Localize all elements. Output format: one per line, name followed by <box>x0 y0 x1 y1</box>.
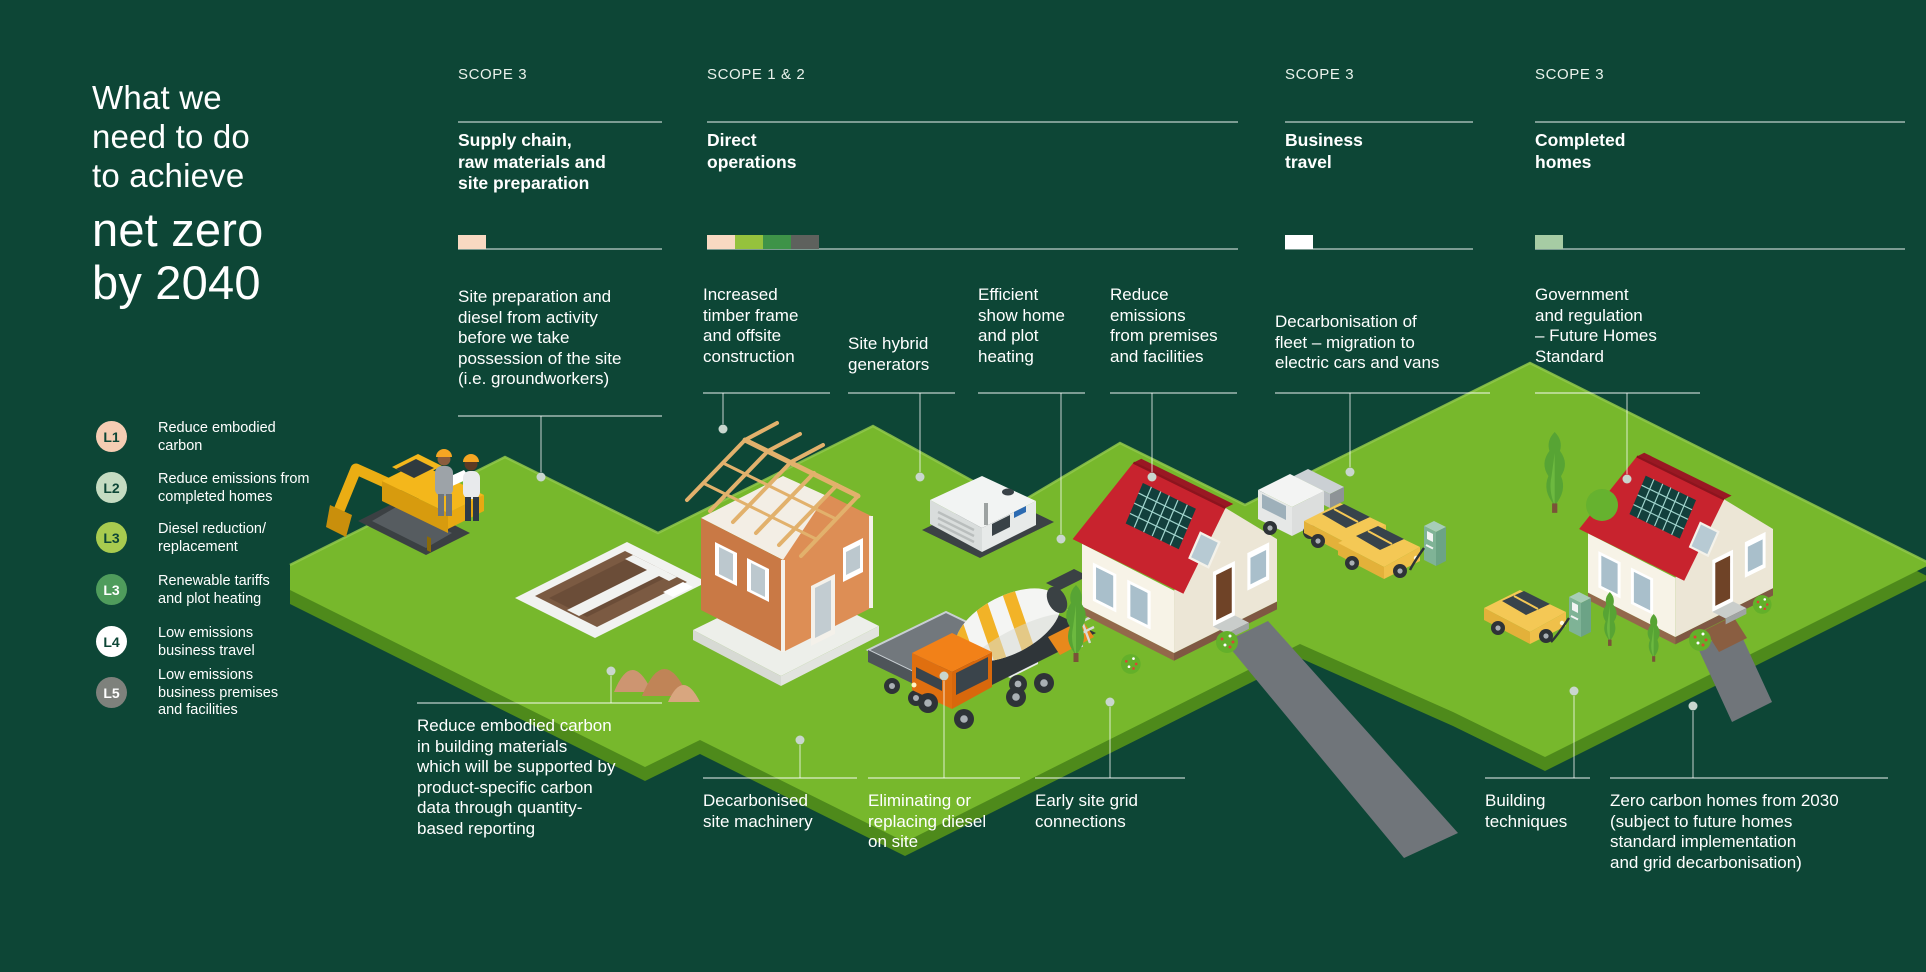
swatch-peach <box>707 235 735 249</box>
legend-label: Low emissions business travel <box>158 625 255 659</box>
column-title-business-travel: Business travel <box>1285 130 1363 172</box>
site-workers-icon <box>435 449 480 521</box>
callout-future-homes-standard: Government and regulation – Future Homes… <box>1535 285 1657 366</box>
callout-fleet-decarbonisation: Decarbonisation of fleet – migration to … <box>1275 312 1440 373</box>
completed-home-door-mat <box>1705 616 1747 652</box>
swatch-gray <box>791 235 819 249</box>
page-title-intro: What we need to do to achieve <box>92 79 250 194</box>
legend-label: Reduce embodied carbon <box>158 420 276 454</box>
scope-label-supply-chain: SCOPE 3 <box>458 66 528 83</box>
callout-early-grid-connections: Early site grid connections <box>1035 791 1138 831</box>
callout-timber-frame: Increased timber frame and offsite const… <box>703 285 799 366</box>
fleet-van-icon <box>1258 469 1344 539</box>
flowering-bush-icon <box>1216 631 1238 653</box>
callout-building-techniques: Building techniques <box>1485 791 1568 831</box>
legend-badge-l4: L4 <box>96 626 127 657</box>
scope-label-completed-homes: SCOPE 3 <box>1535 66 1605 83</box>
flowering-bush-icon <box>1752 595 1772 614</box>
flowering-bush-icon <box>1689 629 1711 651</box>
swatch-peach <box>458 235 486 249</box>
ev-charger-icon <box>1568 591 1592 638</box>
page-title-emphasis: net zero by 2040 <box>92 203 264 309</box>
concrete-mixer-truck-icon <box>911 569 1096 729</box>
callout-zero-carbon-homes: Zero carbon homes from 2030 (subject to … <box>1610 791 1839 872</box>
swatch-lime <box>735 235 763 249</box>
scope-label-direct-operations: SCOPE 1 & 2 <box>707 66 806 83</box>
scope-label-business-travel: SCOPE 3 <box>1285 66 1355 83</box>
ev-charging-cable <box>1408 547 1425 571</box>
legend-label: Renewable tariffs and plot heating <box>158 573 270 607</box>
ev-charging-cable <box>1550 617 1570 643</box>
callout-show-home-heating: Efficient show home and plot heating <box>978 285 1065 366</box>
callout-premises-facilities: Reduce emissions from premises and facil… <box>1110 285 1218 366</box>
legend-label: Low emissions business premises and faci… <box>158 667 279 718</box>
site-generator-icon <box>922 476 1054 558</box>
round-tree-icon <box>1586 489 1618 521</box>
callout-connector-lines <box>540 393 1694 778</box>
column-title-direct-operations: Direct operations <box>707 130 797 172</box>
flowering-bush-icon <box>1120 654 1141 674</box>
legend-badge-l3-diesel: L3 <box>96 522 127 553</box>
legend-badge-l1: L1 <box>96 421 127 452</box>
swatch-light-green <box>1535 235 1563 249</box>
callout-rules <box>417 121 1905 779</box>
legend-label: Reduce emissions from completed homes <box>158 471 310 505</box>
swatch-white <box>1285 235 1313 249</box>
soil-piles-icon <box>614 669 700 702</box>
foundation-pit-icon <box>515 542 707 638</box>
show-home-driveway <box>1225 621 1458 858</box>
callout-hybrid-generators: Site hybrid generators <box>848 334 930 374</box>
timber-frame-house-icon <box>685 421 879 686</box>
connector-dots <box>536 424 1698 745</box>
legend-label: Diesel reduction/ replacement <box>158 521 266 555</box>
column-title-completed-homes: Completed homes <box>1535 130 1626 172</box>
callout-decarbonised-machinery: Decarbonised site machinery <box>703 791 813 831</box>
column-title-supply-chain: Supply chain, raw materials and site pre… <box>458 130 606 193</box>
legend-badge-l3-renewable: L3 <box>96 574 127 605</box>
callout-site-preparation: Site preparation and diesel from activit… <box>458 287 622 389</box>
callout-embodied-carbon-reporting: Reduce embodied carbon in building mater… <box>417 716 616 838</box>
swatch-green <box>763 235 791 249</box>
completed-home-path <box>1698 628 1772 722</box>
ev-charger-icon <box>1423 520 1447 567</box>
legend-badge-l5: L5 <box>96 677 127 708</box>
legend-badge-l2: L2 <box>96 472 127 503</box>
callout-eliminating-diesel: Eliminating or replacing diesel on site <box>868 791 987 852</box>
